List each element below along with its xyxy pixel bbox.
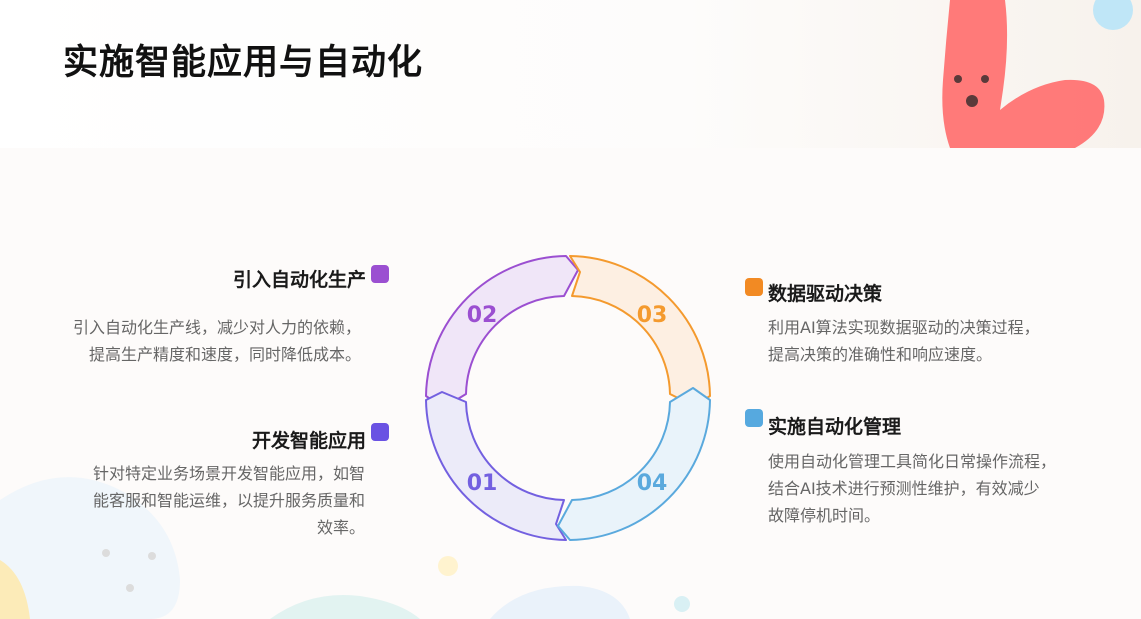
page-title: 实施智能应用与自动化 [63,43,424,83]
desc-line: 针对特定业务场景开发智能应用，如智 [92,464,365,483]
data-driven-desc: 利用AI算法实现数据驱动的决策过程， 提高决策的准确性和响应速度。 [768,314,1040,368]
segment-01-number: 01 [467,471,498,496]
automation-mgmt-title: 实施自动化管理 [768,416,902,438]
desc-line: 提高生产精度和速度，同时降低成本。 [88,345,361,364]
automation-production-bullet [371,265,389,283]
segment-01: 01 [425,391,567,541]
cycle-diagram: 02 03 01 04 [425,255,711,541]
desc-line: 引入自动化生产线，减少对人力的依赖， [72,318,361,337]
desc-line: 能客服和智能运维，以提升服务质量和 [92,491,365,510]
automation-mgmt-desc: 使用自动化管理工具简化日常操作流程， 结合AI技术进行预测性维护，有效减少 故障… [768,448,1056,529]
desc-line: 使用自动化管理工具简化日常操作流程， [768,452,1057,471]
segment-04-number: 04 [637,471,668,496]
segment-03-arc [569,255,711,407]
segment-04-arc [557,387,711,541]
segment-02-number: 02 [467,303,498,328]
automation-mgmt-bullet [745,409,763,427]
automation-production-title: 引入自动化生产 [232,269,366,291]
segment-02: 02 [425,255,579,409]
segment-03: 03 [569,255,711,407]
desc-line: 故障停机时间。 [768,506,881,525]
segment-01-arc [425,391,567,541]
data-driven-bullet [745,278,763,296]
smart-apps-title: 开发智能应用 [251,430,366,452]
segment-02-arc [425,255,579,409]
desc-line: 结合AI技术进行预测性维护，有效减少 [768,479,1040,498]
segment-04: 04 [557,387,711,541]
smart-apps-desc: 针对特定业务场景开发智能应用，如智 能客服和智能运维，以提升服务质量和 效率。 [93,460,365,541]
data-driven-title: 数据驱动决策 [768,283,883,305]
automation-production-desc: 引入自动化生产线，减少对人力的依赖， 提高生产精度和速度，同时降低成本。 [73,314,361,368]
desc-line: 提高决策的准确性和响应速度。 [768,345,993,364]
desc-line: 利用AI算法实现数据驱动的决策过程， [768,318,1040,337]
segment-03-number: 03 [637,303,668,328]
smart-apps-bullet [371,423,389,441]
desc-line: 效率。 [316,518,365,537]
